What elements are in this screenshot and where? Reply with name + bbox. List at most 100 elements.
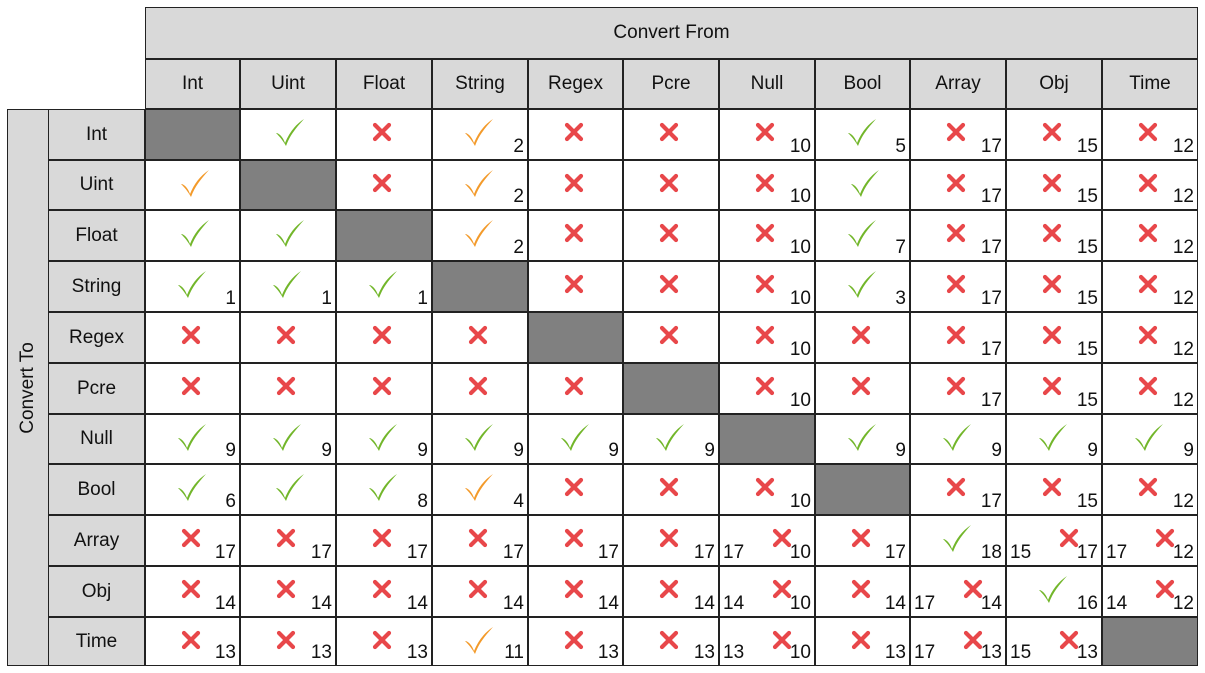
cell-note-number: 10 (789, 593, 811, 614)
cell-note-number: 8 (417, 491, 428, 512)
cell-note-number: 13 (980, 642, 1002, 663)
cell-prefix-number: 14 (1106, 593, 1128, 614)
matrix-cell (623, 109, 719, 160)
partial-check-icon (465, 170, 493, 197)
cell-note-number: 12 (1172, 288, 1194, 309)
cross-icon (772, 630, 792, 650)
diagonal-cell (432, 261, 528, 312)
row-header-obj: Obj (48, 566, 145, 617)
matrix-cell: 10 (719, 210, 815, 261)
matrix-cell: 13 (623, 617, 719, 666)
cell-note-number: 9 (608, 440, 619, 461)
matrix-cell: 18 (910, 515, 1006, 566)
cell-note-number: 12 (1172, 186, 1194, 207)
cross-icon (372, 173, 392, 193)
cell-note-number: 14 (502, 593, 524, 614)
matrix-cell: 13 (240, 617, 336, 666)
column-header-label: Int (181, 73, 204, 94)
matrix-cell: 2 (432, 109, 528, 160)
cell-note-number: 10 (789, 186, 811, 207)
cell-note-number: 3 (895, 288, 906, 309)
check-icon (276, 474, 304, 501)
matrix-cell: 13 (336, 617, 432, 666)
cross-icon (372, 630, 392, 650)
matrix-cell (528, 261, 623, 312)
row-header-string: String (48, 261, 145, 312)
matrix-cell: 15 (1006, 312, 1102, 363)
matrix-cell: 10 (719, 363, 815, 414)
cell-note-number: 10 (789, 390, 811, 411)
matrix-cell: 16 (1006, 566, 1102, 617)
cell-note-number: 11 (504, 642, 524, 663)
matrix-cell: 1 (145, 261, 240, 312)
column-header-label: Array (935, 73, 981, 94)
check-icon (848, 119, 876, 146)
cross-icon (659, 477, 679, 497)
matrix-cell (528, 109, 623, 160)
cell-note-number: 17 (502, 542, 524, 563)
column-header-uint: Uint (240, 59, 336, 109)
cross-icon (755, 173, 775, 193)
check-icon (1039, 576, 1067, 603)
column-header-bool: Bool (815, 59, 910, 109)
cell-note-number: 9 (321, 440, 332, 461)
row-header-label: Bool (77, 478, 116, 500)
cross-icon (1042, 325, 1062, 345)
cross-icon (851, 376, 871, 396)
cross-icon (564, 173, 584, 193)
cross-icon (1042, 477, 1062, 497)
matrix-cell: 15 (1006, 261, 1102, 312)
cross-icon (468, 579, 488, 599)
matrix-cell: 10 (719, 160, 815, 210)
matrix-cell (240, 109, 336, 160)
cross-icon (946, 122, 966, 142)
cell-note-number: 14 (214, 593, 236, 614)
cross-icon (755, 223, 775, 243)
matrix-cell: 9 (1006, 414, 1102, 464)
row-header-null: Null (48, 414, 145, 464)
matrix-cell: 9 (145, 414, 240, 464)
matrix-cell: 14 (623, 566, 719, 617)
row-header-pcre: Pcre (48, 363, 145, 414)
column-header-int: Int (145, 59, 240, 109)
matrix-cell: 17 (528, 515, 623, 566)
cell-note-number: 13 (693, 642, 715, 663)
matrix-cell (528, 464, 623, 515)
matrix-cell: 17 (815, 515, 910, 566)
column-header-label: Time (1129, 73, 1171, 94)
diagonal-cell (815, 464, 910, 515)
column-header-obj: Obj (1006, 59, 1102, 109)
cell-note-number: 9 (417, 440, 428, 461)
matrix-cell: 9 (336, 414, 432, 464)
matrix-cell: 17 (623, 515, 719, 566)
cell-note-number: 17 (884, 542, 906, 563)
row-header-label: Regex (69, 326, 124, 348)
cell-note-number: 17 (1076, 542, 1098, 563)
cross-icon (946, 477, 966, 497)
cell-note-number: 6 (225, 491, 236, 512)
matrix-cell: 10 (719, 109, 815, 160)
matrix-cell: 15 (1006, 464, 1102, 515)
matrix-cell: 9 (623, 414, 719, 464)
check-icon (178, 271, 206, 298)
cross-icon (276, 579, 296, 599)
cell-note-number: 9 (895, 440, 906, 461)
cell-note-number: 15 (1076, 390, 1098, 411)
cell-note-number: 9 (513, 440, 524, 461)
partial-check-icon (181, 170, 209, 197)
cross-icon (181, 325, 201, 345)
column-header-null: Null (719, 59, 815, 109)
check-icon (561, 424, 589, 451)
matrix-cell (432, 363, 528, 414)
matrix-cell (528, 363, 623, 414)
cross-icon (1138, 223, 1158, 243)
matrix-cell: 12 (1102, 210, 1198, 261)
matrix-cell: 1 (240, 261, 336, 312)
cell-prefix-number: 17 (914, 642, 936, 663)
matrix-cell (815, 312, 910, 363)
cross-icon (946, 376, 966, 396)
check-icon (181, 220, 209, 247)
matrix-cell: 17 (910, 261, 1006, 312)
cell-prefix-number: 17 (723, 542, 745, 563)
